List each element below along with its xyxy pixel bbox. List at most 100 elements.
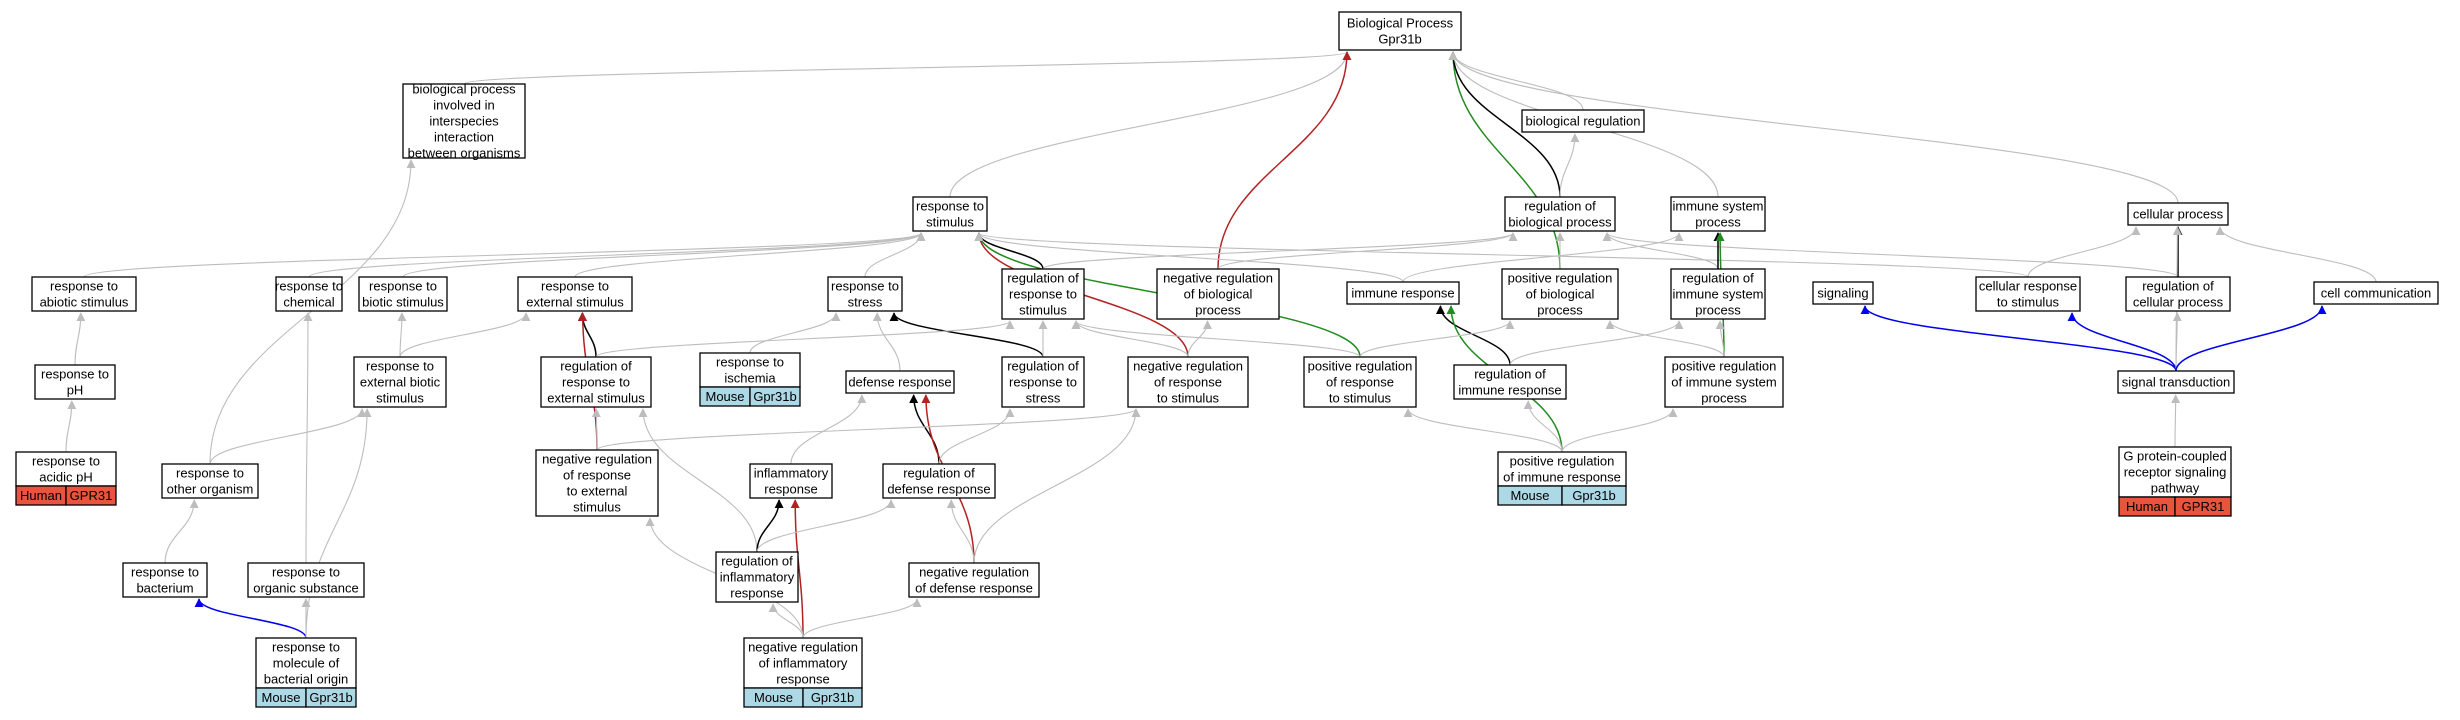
edge-defresp-to-stress (872, 312, 901, 372)
node-box (2118, 446, 2232, 498)
edge-extbiotic-to-biotic (397, 312, 407, 358)
node-label-line: involved in (433, 98, 494, 113)
node-box (1812, 281, 1874, 305)
node-label-line: signal transduction (2122, 375, 2230, 390)
species-label: Mouse (1510, 488, 1549, 503)
gene-label: Gpr31b (753, 389, 796, 404)
edge-bacterium-to-otherorg (164, 499, 199, 564)
edge-posregimmresp-to-posregimmsys (1561, 408, 1678, 453)
node-label-line: stimulus (926, 215, 974, 230)
node-box (517, 276, 633, 312)
edge-negregrts-to-negregbp (1187, 320, 1212, 358)
node-box (1670, 268, 1766, 320)
edge-regimmresp-to-immresp (1435, 305, 1511, 366)
node-box (1670, 196, 1766, 232)
node-box (2117, 370, 2235, 394)
gene-label: Gpr31b (309, 690, 352, 705)
node-label-line: response to (275, 279, 343, 294)
edge-posregrts-to-posregbp (1359, 320, 1515, 358)
edge-reginflam-to-regdef (756, 499, 896, 553)
node-label-line: negative regulation (748, 640, 858, 655)
node-box (1975, 276, 2081, 312)
edge-ischemia-to-stress (749, 312, 841, 354)
node-label-line: defense response (887, 482, 990, 497)
edge-extbiotic-to-external (399, 312, 531, 358)
gene-label: GPR31 (2182, 499, 2225, 514)
node-label-line: response to (716, 355, 784, 370)
node-box (255, 637, 357, 689)
edge-inflam-to-defresp (790, 394, 867, 465)
node-immresp[interactable]: immune response (1346, 281, 1460, 305)
node-label-line: external stimulus (526, 295, 624, 310)
node-sigtrans[interactable]: signal transduction (2117, 370, 2235, 394)
edge-bactmol-to-bacterium (194, 598, 307, 639)
node-box (34, 364, 116, 400)
node-box (2125, 276, 2231, 312)
node-label-line: bacterial origin (264, 672, 349, 687)
node-label-line: process (1701, 391, 1747, 406)
node-label-line: regulation of (1682, 271, 1754, 286)
node-cellproc[interactable]: cellular process (2127, 202, 2229, 226)
edge-negregdef-to-negregrts (973, 408, 1141, 564)
edge-immresp-to-immsys (1402, 232, 1684, 283)
edges-layer (65, 51, 2377, 639)
node-label-line: response to (369, 279, 437, 294)
edge-regbp-to-bp (1448, 51, 1561, 198)
node-cellcomm[interactable]: cell communication (2313, 281, 2439, 305)
gene-cell (749, 386, 801, 407)
edge-regbp-to-bioreg (1559, 133, 1580, 198)
node-label-line: response (776, 672, 829, 687)
edge-regrts-to-regbp (1042, 232, 1518, 270)
node-label-line: response to (272, 565, 340, 580)
node-label-line: biological regulation (1526, 114, 1641, 129)
edge-reginflam-to-regext (638, 408, 758, 553)
node-defresp[interactable]: defense response (845, 370, 955, 394)
edge-ph-to-abiotic (74, 312, 86, 366)
node-bioreg[interactable]: biological regulation (1521, 109, 1645, 133)
gene-label: Gpr31b (811, 690, 854, 705)
node-label-line: cellular response (1979, 279, 2077, 294)
node-signaling[interactable]: signaling (1812, 281, 1874, 305)
node-box (31, 276, 137, 312)
node-label-line: to stimulus (1157, 391, 1220, 406)
node-box (2313, 281, 2439, 305)
